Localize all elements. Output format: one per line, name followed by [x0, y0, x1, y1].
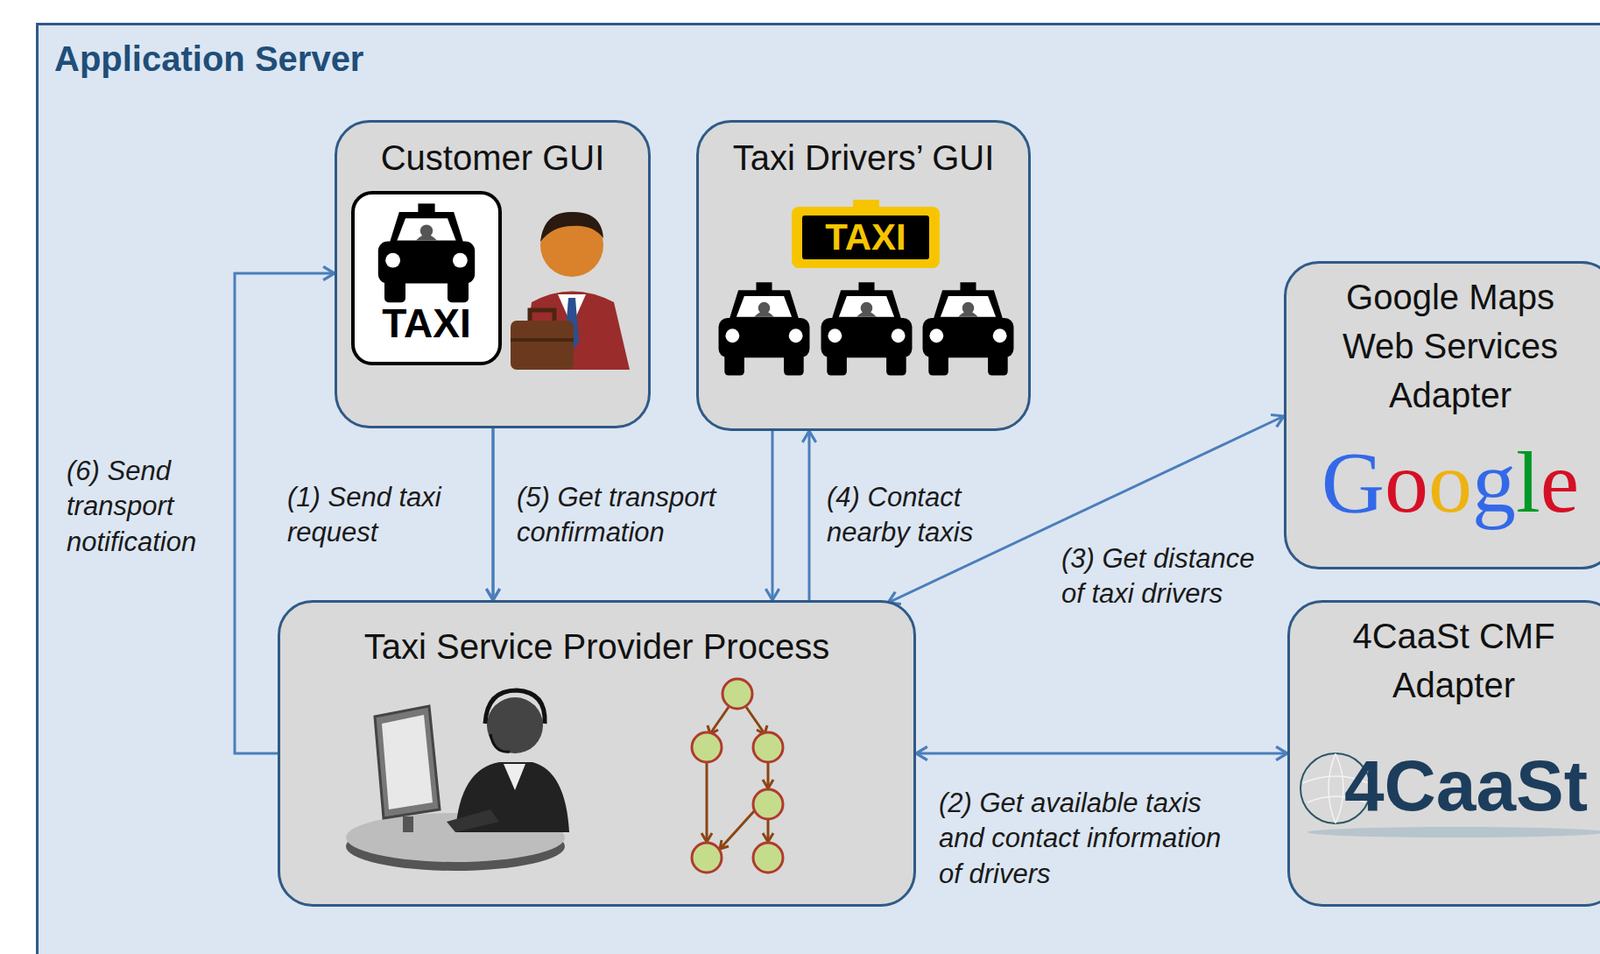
- taxi-car: [718, 281, 811, 375]
- gui-box: Taxi Drivers’ GUI TAXI: [696, 119, 1031, 431]
- process-graph: [691, 678, 783, 873]
- box-title: Taxi Drivers’ GUI: [698, 122, 1029, 183]
- connector-arrow: [808, 430, 811, 600]
- adapter-box: Google Maps Web Services AdapterGoogle: [1283, 260, 1600, 570]
- cmf-logo-text: 4CaaSt: [1344, 742, 1588, 829]
- taxi-roof-sign: [791, 206, 940, 268]
- edge-label: (5) Get transport confirmation: [516, 479, 755, 551]
- panel-title: Application Server: [54, 37, 364, 80]
- connector-arrow: [771, 430, 775, 600]
- gui-box: Customer GUI TAXI: [334, 119, 651, 429]
- box-title: Customer GUI: [337, 122, 649, 183]
- box-title: Google Maps Web Services Adapter: [1332, 263, 1569, 420]
- edge-label: (3) Get distance of taxi drivers: [1061, 541, 1281, 613]
- connector-arrow: [492, 428, 495, 600]
- businessman: [510, 211, 630, 370]
- connector-arrow: [916, 752, 1288, 755]
- box-title: Taxi Service Provider Process: [280, 602, 914, 671]
- taxi-sign-text: TAXI: [352, 299, 501, 348]
- taxi-car: [923, 281, 1015, 375]
- edge-label: (1) Send taxi request: [287, 479, 476, 551]
- operator-at-desk: [345, 690, 570, 871]
- taxi-sign: [352, 192, 501, 364]
- box-title: 4CaaSt CMF Adapter: [1335, 602, 1572, 710]
- google-logo-text: Google: [1321, 429, 1579, 536]
- application-server-panel: Customer GUI TAXI Taxi Drivers’ GUI TAXI Go…: [35, 22, 1600, 954]
- edge-label: (4) Contact nearby taxis: [826, 479, 1002, 551]
- adapter-box: 4CaaSt CMF Adapter 4CaaSt: [1287, 599, 1600, 907]
- taxi-sign-text: TAXI: [802, 215, 930, 260]
- connector-arrow: [492, 428, 495, 600]
- edge-label: (2) Get available taxis and contact info…: [938, 785, 1237, 892]
- taxi-car: [821, 281, 913, 375]
- process-box: Taxi Service Provider Process: [277, 599, 917, 907]
- taxi-car: [378, 203, 475, 303]
- edge-label: (6) Send transport notification: [66, 453, 225, 560]
